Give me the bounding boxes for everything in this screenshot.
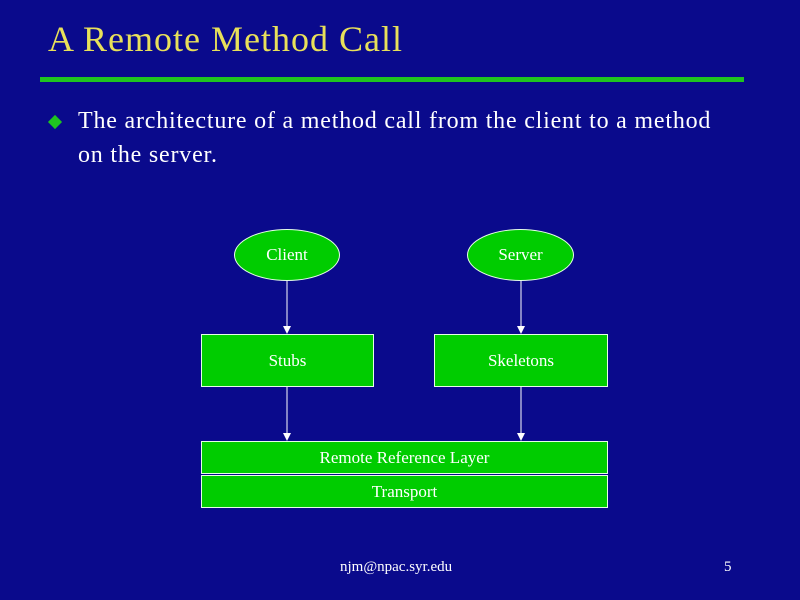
client-label: Client — [266, 245, 308, 264]
remote-reference-layer-label: Remote Reference Layer — [319, 447, 490, 467]
transport-box: Transport — [201, 475, 608, 508]
bullet-text: The architecture of a method call from t… — [78, 108, 712, 168]
stubs-box: Stubs — [201, 334, 374, 387]
skeletons-box: Skeletons — [434, 334, 608, 387]
server-node: Server — [467, 229, 574, 281]
client-node: Client — [234, 229, 340, 281]
skeletons-label: Skeletons — [487, 350, 555, 370]
title-divider — [40, 77, 744, 82]
remote-reference-layer-box: Remote Reference Layer — [201, 441, 608, 474]
transport-label: Transport — [371, 481, 438, 501]
footer-email: njm@npac.syr.edu — [340, 559, 453, 575]
stubs-label: Stubs — [268, 350, 307, 370]
slide-title: A Remote Method Call — [48, 19, 403, 59]
server-label: Server — [498, 245, 543, 264]
page-number: 5 — [724, 559, 732, 575]
